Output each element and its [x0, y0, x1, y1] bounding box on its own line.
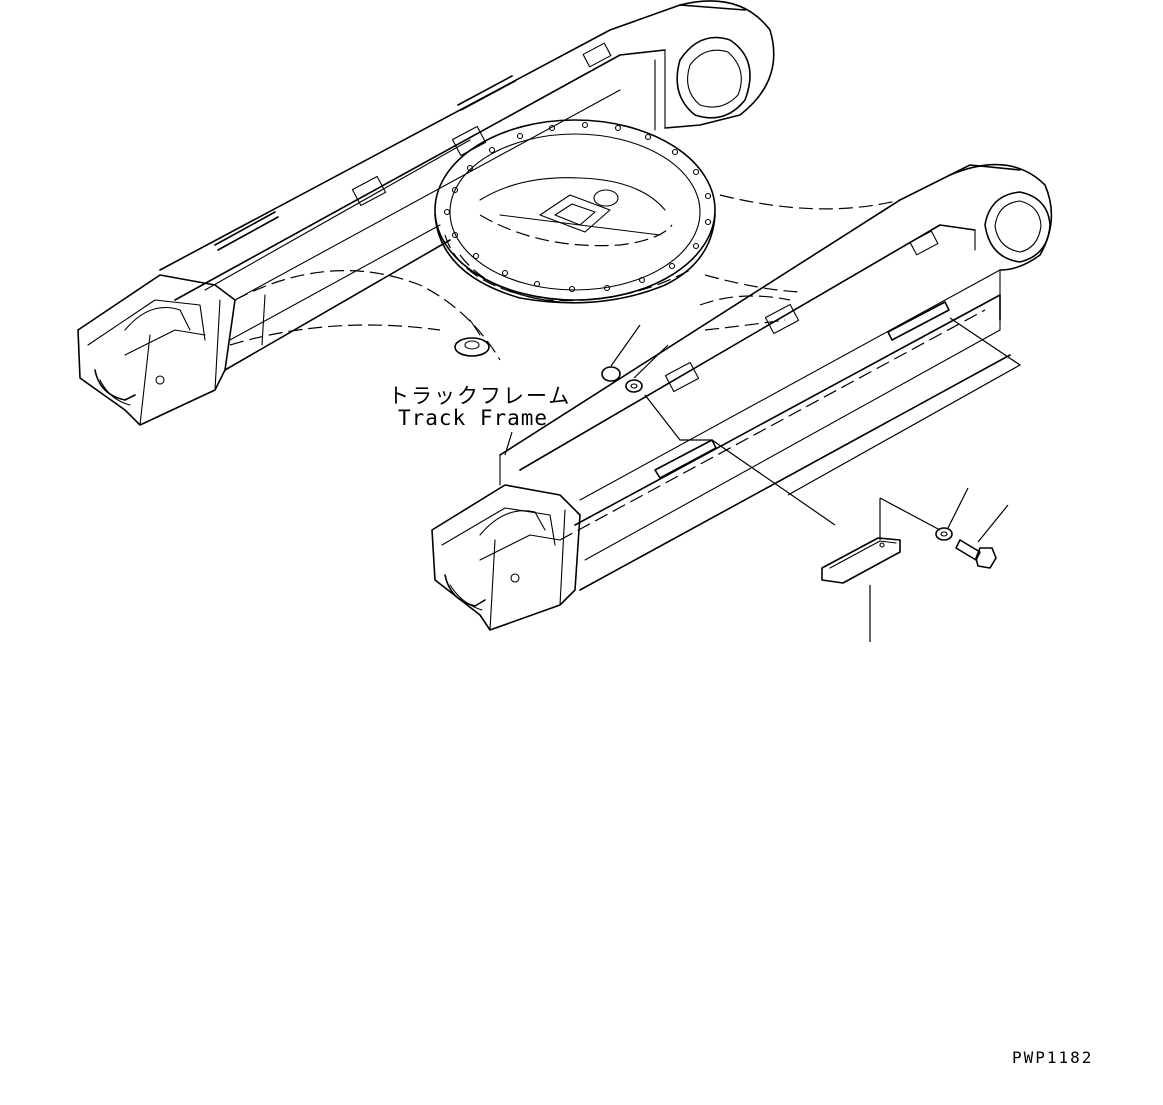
washer — [935, 527, 953, 541]
cross-members — [229, 194, 901, 361]
washer-small — [625, 379, 643, 393]
swing-circle-mount — [434, 119, 716, 304]
drawing-code: PWP1182 — [1012, 1048, 1094, 1067]
ring-bolt-holes — [443, 121, 712, 293]
leader-lines — [504, 317, 1022, 642]
track-frame-label-japanese: トラックフレーム — [388, 384, 572, 408]
left-side-frame — [77, 0, 775, 426]
exploded-parts — [601, 366, 997, 584]
bolt — [955, 539, 997, 569]
right-side-frame — [431, 163, 1053, 631]
step-plate — [821, 537, 901, 584]
spacer — [601, 366, 621, 382]
track-frame-label-english: Track Frame — [398, 406, 549, 430]
